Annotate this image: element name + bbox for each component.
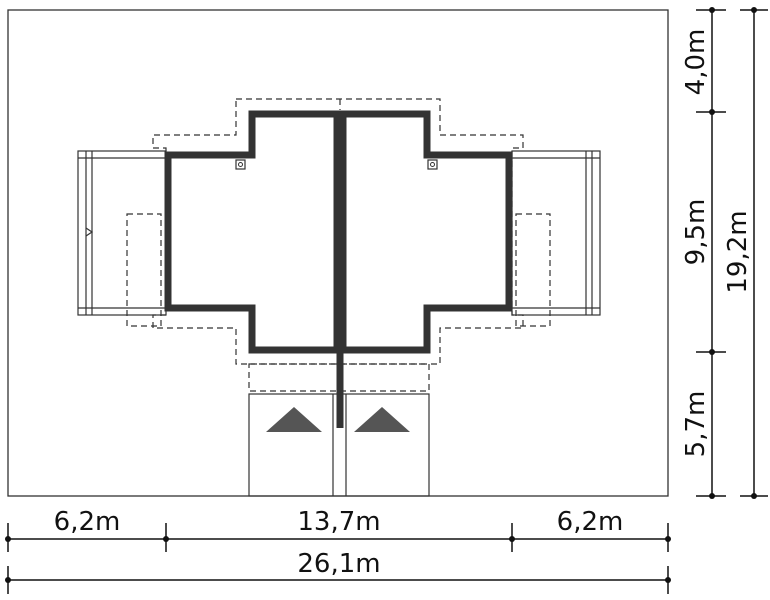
building-walls — [164, 110, 513, 428]
front-setback-label: 5,7m — [681, 391, 711, 458]
total-width-label: 26,1m — [297, 549, 380, 579]
width-dimension-total: 26,1m — [5, 549, 671, 594]
total-depth-label: 19,2m — [723, 210, 753, 293]
roof-overhang-outline — [152, 98, 524, 365]
top-setback-label: 4,0m — [681, 29, 711, 96]
entrance-arrow-right — [354, 407, 410, 432]
left-setback-label: 6,2m — [54, 507, 121, 537]
right-terrace — [511, 150, 601, 316]
chimney-right — [427, 159, 438, 170]
left-bay-outline — [126, 213, 162, 327]
house-width-label: 13,7m — [297, 507, 380, 537]
right-setback-label: 6,2m — [557, 507, 624, 537]
depth-dimension-total: 19,2m — [723, 7, 768, 499]
depth-dimension-segments: 4,0m 9,5m 5,7m — [681, 7, 726, 499]
left-terrace — [77, 150, 167, 316]
right-bay-outline — [515, 213, 551, 327]
chimney-left — [235, 159, 246, 170]
entrance-arrow-left — [266, 407, 322, 432]
width-dimension-segments: 6,2m 13,7m 6,2m — [5, 507, 671, 552]
house-depth-label: 9,5m — [681, 199, 711, 266]
